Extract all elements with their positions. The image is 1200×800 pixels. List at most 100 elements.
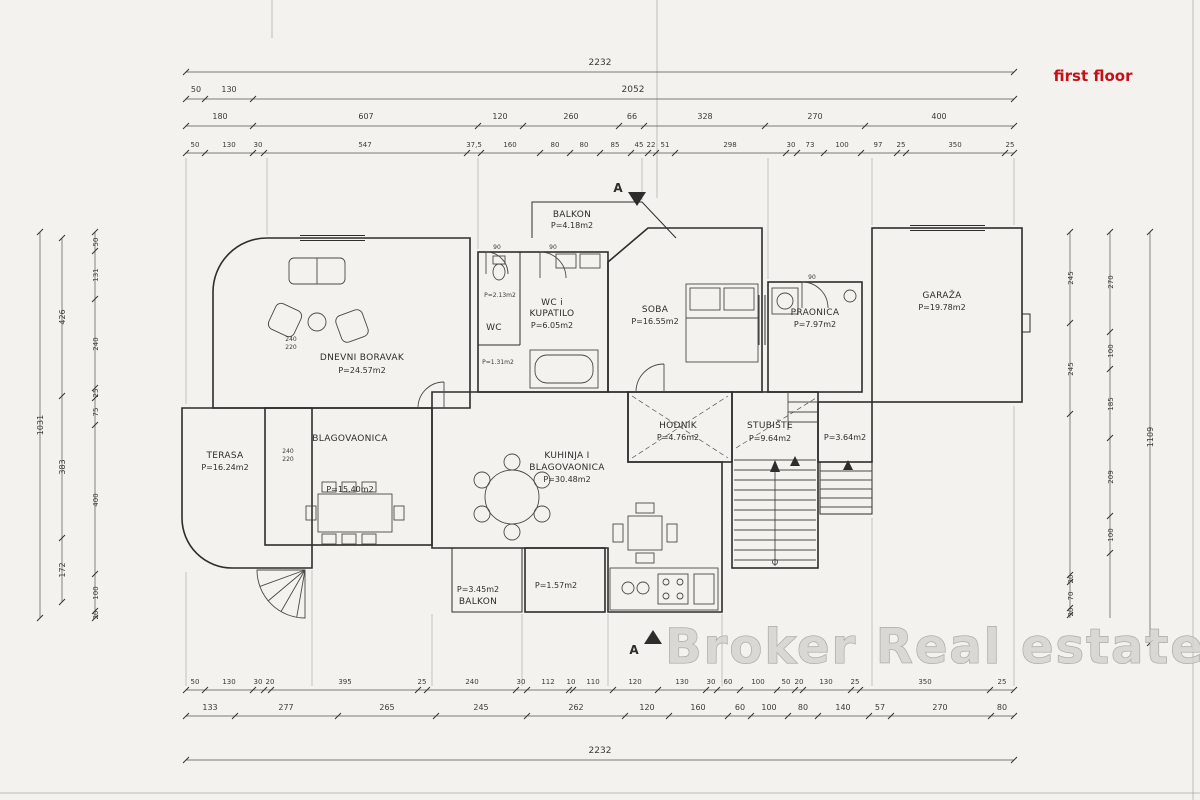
dim-label: 270: [932, 703, 947, 712]
dim-label: 25: [92, 389, 100, 398]
dim-label: 70: [1067, 592, 1075, 601]
dim-label: 240: [285, 336, 297, 343]
dim-label: 245: [1067, 362, 1075, 375]
dim-label: 383: [58, 459, 67, 474]
dim-label: 328: [697, 112, 712, 121]
dim-label: 220: [285, 344, 297, 351]
room-area-hodnik: P=4.76m2: [657, 433, 699, 442]
room-area-predsoblje: P=1.31m2: [482, 359, 514, 366]
hodnik-dashed-cross: [631, 395, 729, 459]
room-area-kupatilo: P=6.05m2: [531, 321, 573, 330]
dim-label: 2052: [622, 85, 645, 95]
dim-label: 240: [465, 678, 478, 686]
room-area-spajza: P=1.57m2: [535, 581, 577, 590]
dim-label: 120: [628, 678, 641, 686]
round-table-icon: [473, 453, 551, 541]
dining-table-icon: [305, 481, 405, 545]
dim-label: 80: [551, 141, 560, 149]
dim-label: 131: [92, 268, 100, 281]
room-garaza-walls: [871, 227, 1023, 403]
dim-label: 10: [567, 678, 576, 686]
dim-label: 130: [222, 141, 235, 149]
dim-label: 400: [92, 493, 100, 506]
dim-label: 160: [690, 703, 705, 712]
small-dim-labels: 240 220 240 220 90 90 90: [282, 244, 816, 463]
dim-label: 2232: [589, 746, 612, 756]
room-area-terasa: P=16.24m2: [201, 463, 248, 472]
dim-label: 240: [282, 448, 294, 455]
dim-label: 85: [611, 141, 620, 149]
room-stubiste-walls: [731, 391, 819, 569]
room-label-wc: WC: [486, 323, 502, 333]
dim-label: 270: [1107, 275, 1115, 288]
dim-label: 100: [835, 141, 848, 149]
dim-label: 50: [191, 141, 200, 149]
dim-label: 180: [212, 112, 227, 121]
room-label-kuhinja-1: KUHINJA I: [544, 451, 589, 461]
room-praonica-walls: [767, 281, 863, 393]
dim-label: 270: [807, 112, 822, 121]
dim-label: 547: [358, 141, 371, 149]
sofa-icon: [267, 257, 369, 343]
dim-label: 2232: [589, 58, 612, 68]
dim-label: 45: [635, 141, 644, 149]
dim-label: 265: [379, 703, 394, 712]
dim-label: 75: [92, 408, 100, 417]
dim-label: 25: [418, 678, 427, 686]
dim-label: 220: [282, 456, 294, 463]
dim-label: 298: [723, 141, 736, 149]
garage-door-jamb: [1021, 313, 1031, 333]
dim-label: 262: [568, 703, 583, 712]
dim-label: 30: [787, 141, 796, 149]
dim-label: 240: [92, 337, 100, 350]
bed-icon: [685, 283, 759, 363]
room-label-hodnik: HODNIK: [659, 421, 698, 431]
dim-label: 350: [918, 678, 931, 686]
dim-label: 1031: [36, 415, 45, 435]
room-area-balkon-top: P=4.18m2: [551, 221, 593, 230]
dim-label: 50: [191, 678, 200, 686]
dim-label: 90: [549, 244, 557, 251]
dim-label: 30: [254, 141, 263, 149]
room-label-soba: SOBA: [642, 305, 669, 315]
room-terasa-walls: [181, 407, 313, 569]
dim-label: 51: [661, 141, 670, 149]
dim-label: 400: [931, 112, 946, 121]
left-dimension-lines: 1031 426 383 172 50 131 240 25 75 400 10…: [36, 228, 100, 622]
room-label-garaza: GARAŽA: [922, 289, 962, 301]
dim-label: 1109: [1146, 427, 1155, 447]
small-table-icon: [612, 502, 678, 564]
staircase: [734, 392, 818, 566]
room-area-blagovaonica: P=15.40m2: [326, 485, 373, 494]
room-spajza-walls: [524, 547, 606, 613]
dim-label: 50: [191, 85, 201, 94]
exterior-steps: [790, 456, 873, 515]
room-area-garaza: P=19.78m2: [918, 303, 965, 312]
top-dimension-lines: 2232 50 130 2052 180 607 120 260 66 328 …: [182, 58, 1018, 157]
dim-label: 130: [675, 678, 688, 686]
dim-label: 80: [997, 703, 1007, 712]
room-dnevni-walls: [212, 237, 471, 409]
dim-label: 140: [835, 703, 850, 712]
dim-label: 50: [782, 678, 791, 686]
window-symbols: [300, 225, 985, 345]
room-label-dnevni: DNEVNI BORAVAK: [320, 353, 405, 363]
room-area-praonica: P=7.97m2: [794, 320, 836, 329]
dim-label: 20: [1067, 608, 1075, 617]
dim-label: 130: [222, 678, 235, 686]
dim-label: 73: [806, 141, 815, 149]
walls: [181, 201, 1031, 613]
room-label-kupatilo-1: WC i: [541, 298, 563, 308]
dim-label: 607: [358, 112, 373, 121]
dim-label: 30: [707, 678, 716, 686]
dim-label: 120: [492, 112, 507, 121]
section-marker-label: A: [629, 643, 639, 657]
dim-label: 80: [580, 141, 589, 149]
dim-label: 110: [586, 678, 599, 686]
dim-label: 37,5: [466, 141, 482, 149]
door-swings: [417, 251, 829, 409]
dim-label: 25: [998, 678, 1007, 686]
room-labels: DNEVNI BORAVAK P=24.57m2 TERASA P=16.24m…: [201, 210, 965, 607]
dim-label: 130: [221, 85, 236, 94]
bathtub-icon: [529, 253, 601, 389]
